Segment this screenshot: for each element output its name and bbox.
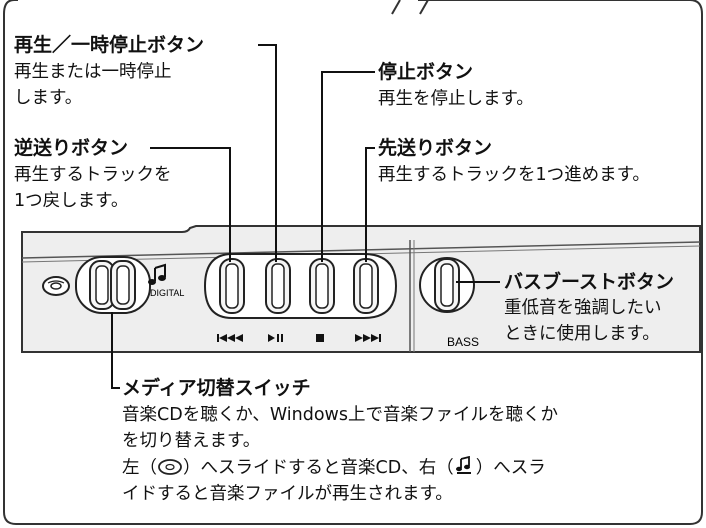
media-switch-desc-1: 音楽CDを聴くか、Windows上で音楽ファイルを聴くか	[122, 405, 558, 425]
desc3-mid: ）へスライドすると音楽CD、右（	[183, 458, 454, 478]
media-switch[interactable]	[75, 256, 151, 314]
bass-label: BASS	[447, 335, 479, 349]
play-pause-button[interactable]	[265, 258, 291, 314]
forward-desc-1: 再生するトラックを1つ進めます。	[378, 165, 650, 185]
music-note-icon	[148, 263, 166, 285]
desc3-pre: 左（	[122, 458, 157, 478]
media-switch-title: メディア切替スイッチ	[122, 377, 311, 399]
forward-title: 先送りボタン	[378, 137, 493, 159]
play-pause-title: 再生／一時停止ボタン	[14, 34, 205, 56]
bass-desc-2: ときに使用します。	[504, 324, 660, 344]
callout-notch-left	[391, 0, 401, 15]
transport-buttons	[203, 253, 398, 319]
bass-boost-button[interactable]	[419, 257, 475, 313]
media-switch-desc-4: イドすると音楽ファイルが再生されます。	[122, 484, 453, 504]
play-pause-icon	[268, 334, 283, 342]
bass-title: バスブーストボタン	[504, 271, 675, 293]
rewind-desc-1: 再生するトラックを	[14, 165, 172, 185]
play-pause-desc-1: 再生または一時停止	[14, 62, 172, 82]
desc3-post: ）へスラ	[475, 458, 546, 478]
cd-icon	[42, 276, 70, 296]
previous-track-icon	[217, 334, 243, 342]
stop-title: 停止ボタン	[378, 61, 474, 83]
rewind-desc-2: 1つ戻します。	[14, 191, 129, 211]
stop-desc-1: 再生を停止します。	[378, 89, 534, 109]
bass-desc-1: 重低音を強調したい	[504, 298, 662, 318]
cd-icon-inline	[158, 459, 182, 475]
stop-button[interactable]	[309, 258, 335, 314]
media-switch-desc-2: を切り替えます。	[122, 431, 261, 451]
play-pause-desc-2: します。	[14, 88, 83, 108]
rewind-button[interactable]	[219, 258, 245, 314]
callout-notch-right	[419, 0, 429, 15]
stop-icon	[316, 334, 324, 342]
forward-button[interactable]	[353, 258, 379, 314]
digital-label: DIGITAL	[150, 288, 184, 298]
leader-lines	[111, 44, 500, 389]
rewind-title: 逆送りボタン	[14, 137, 129, 159]
media-switch-desc-3: 左（ ）へスライドすると音楽CD、右（ ）へスラ	[122, 455, 546, 480]
next-track-icon	[355, 334, 381, 342]
music-note-icon-inline	[455, 455, 471, 474]
